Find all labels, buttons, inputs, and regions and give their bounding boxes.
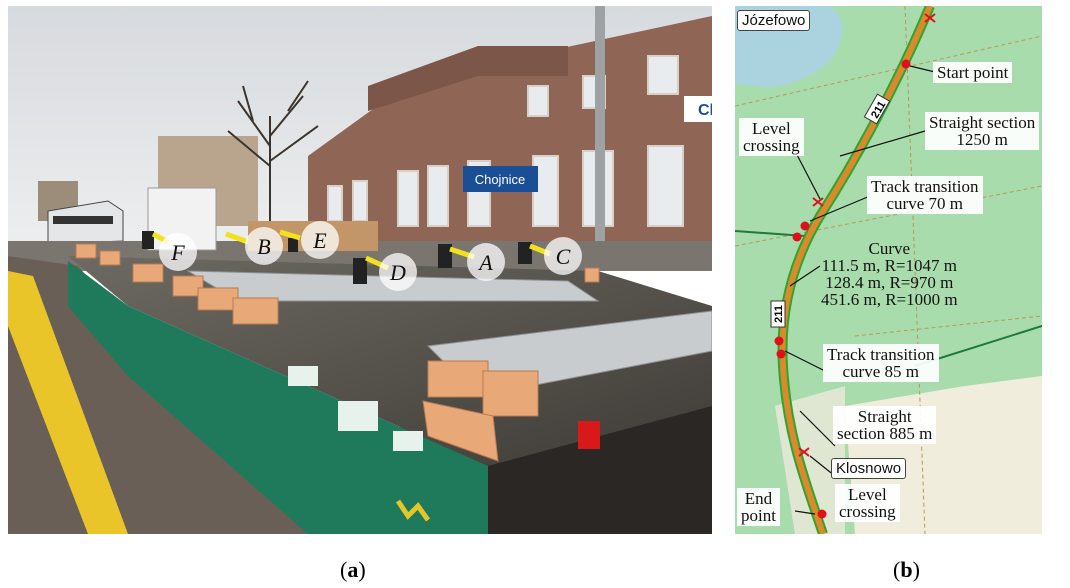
wagon-side: [68, 261, 488, 534]
level-crossing-markers: [798, 13, 936, 457]
sensor-label-e: E: [279, 221, 339, 259]
forest-paths: [735, 6, 1042, 534]
route-map: 211 211 Józefowo Start point Straight se…: [735, 6, 1042, 534]
svg-text:211: 211: [773, 305, 785, 323]
svg-text:E: E: [312, 228, 327, 253]
photo-illustration: Chojnice Cl: [8, 6, 712, 534]
railway-track: [779, 6, 933, 534]
platform-yellow-line: [8, 271, 128, 534]
sensor-label-d: D: [364, 253, 417, 291]
sensor-labels: F B E D A C: [151, 221, 582, 291]
svg-text:B: B: [257, 234, 270, 259]
leader-lines: [784, 65, 936, 515]
partial-sign-text: Cl: [698, 102, 712, 119]
town-label-jozefowo: Józefowo: [737, 10, 811, 31]
sensor-label-a: A: [449, 243, 505, 281]
wagon-photo: Chojnice Cl: [8, 6, 712, 534]
wagon-markings: [288, 366, 423, 451]
sensors: [142, 231, 532, 284]
sensor-label-f: F: [151, 231, 197, 271]
end-point-dot: [817, 509, 827, 519]
lamp-pole: [595, 6, 605, 266]
road-marker-2: [770, 300, 786, 328]
road-marker-1: [863, 93, 891, 125]
caption-b: (b): [893, 557, 920, 582]
route-points: [774, 59, 911, 519]
sensor-label-c: C: [529, 237, 582, 275]
svg-text:C: C: [556, 244, 571, 269]
svg-text:A: A: [477, 250, 493, 275]
start-point-label: Start point: [933, 62, 1013, 83]
station-sign: [463, 166, 538, 192]
town-label-klosnowo: Klosnowo: [831, 458, 907, 479]
tree: [227, 80, 319, 236]
svg-text:D: D: [389, 260, 406, 285]
start-point-dot: [901, 59, 911, 69]
station-sign-text: Chojnice: [475, 172, 526, 187]
caption-a: (a): [340, 557, 366, 582]
stanchions: [75, 243, 600, 462]
curve-label: Curve 111.5 m, R=1047 m 128.4 m, R=970 m…: [821, 239, 958, 309]
svg-text:F: F: [170, 240, 185, 265]
sensor-label-b: B: [225, 227, 283, 265]
